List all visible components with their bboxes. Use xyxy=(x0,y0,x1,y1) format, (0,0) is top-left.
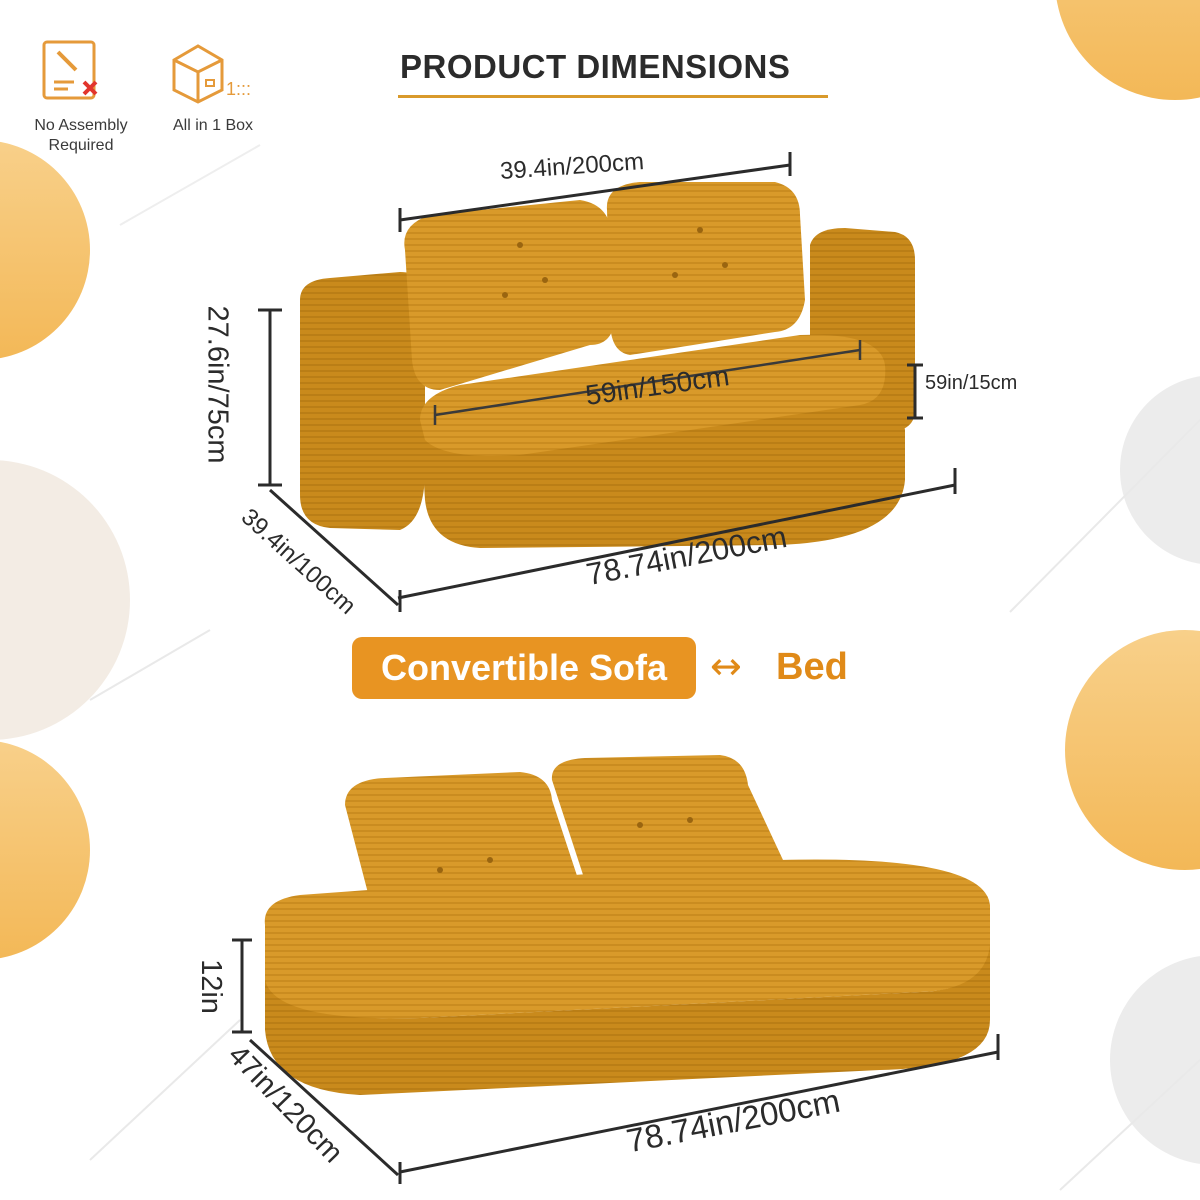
sofa-illustration xyxy=(258,152,957,612)
sofa-height-label: 27.6in/75cm xyxy=(201,305,234,464)
no-assembly-icon xyxy=(42,40,98,100)
bed-illustration xyxy=(232,755,1000,1184)
box-icon: 1 ::: xyxy=(172,44,251,104)
decor-circle xyxy=(1120,376,1200,564)
convertible-sofa-badge: Convertible Sofa xyxy=(352,637,696,699)
double-arrow-icon: ↔ xyxy=(710,644,742,688)
decor-circle xyxy=(0,141,90,359)
decor-circle xyxy=(1056,0,1200,100)
decor-circle xyxy=(1110,956,1200,1164)
svg-text::::: ::: xyxy=(236,79,251,99)
sofa-cushion-label: 59in/15cm xyxy=(925,372,1018,394)
svg-text:1: 1 xyxy=(226,79,236,99)
page-title: PRODUCT DIMENSIONS xyxy=(400,48,791,85)
feature-one-box: All in 1 Box xyxy=(172,117,254,134)
decor-circle xyxy=(1065,630,1200,870)
title-underline xyxy=(398,95,828,98)
decor-circle xyxy=(0,741,90,959)
decor-circle xyxy=(0,460,130,740)
bed-label: Bed xyxy=(776,646,848,688)
bed-height-label: 12in xyxy=(194,959,227,1014)
